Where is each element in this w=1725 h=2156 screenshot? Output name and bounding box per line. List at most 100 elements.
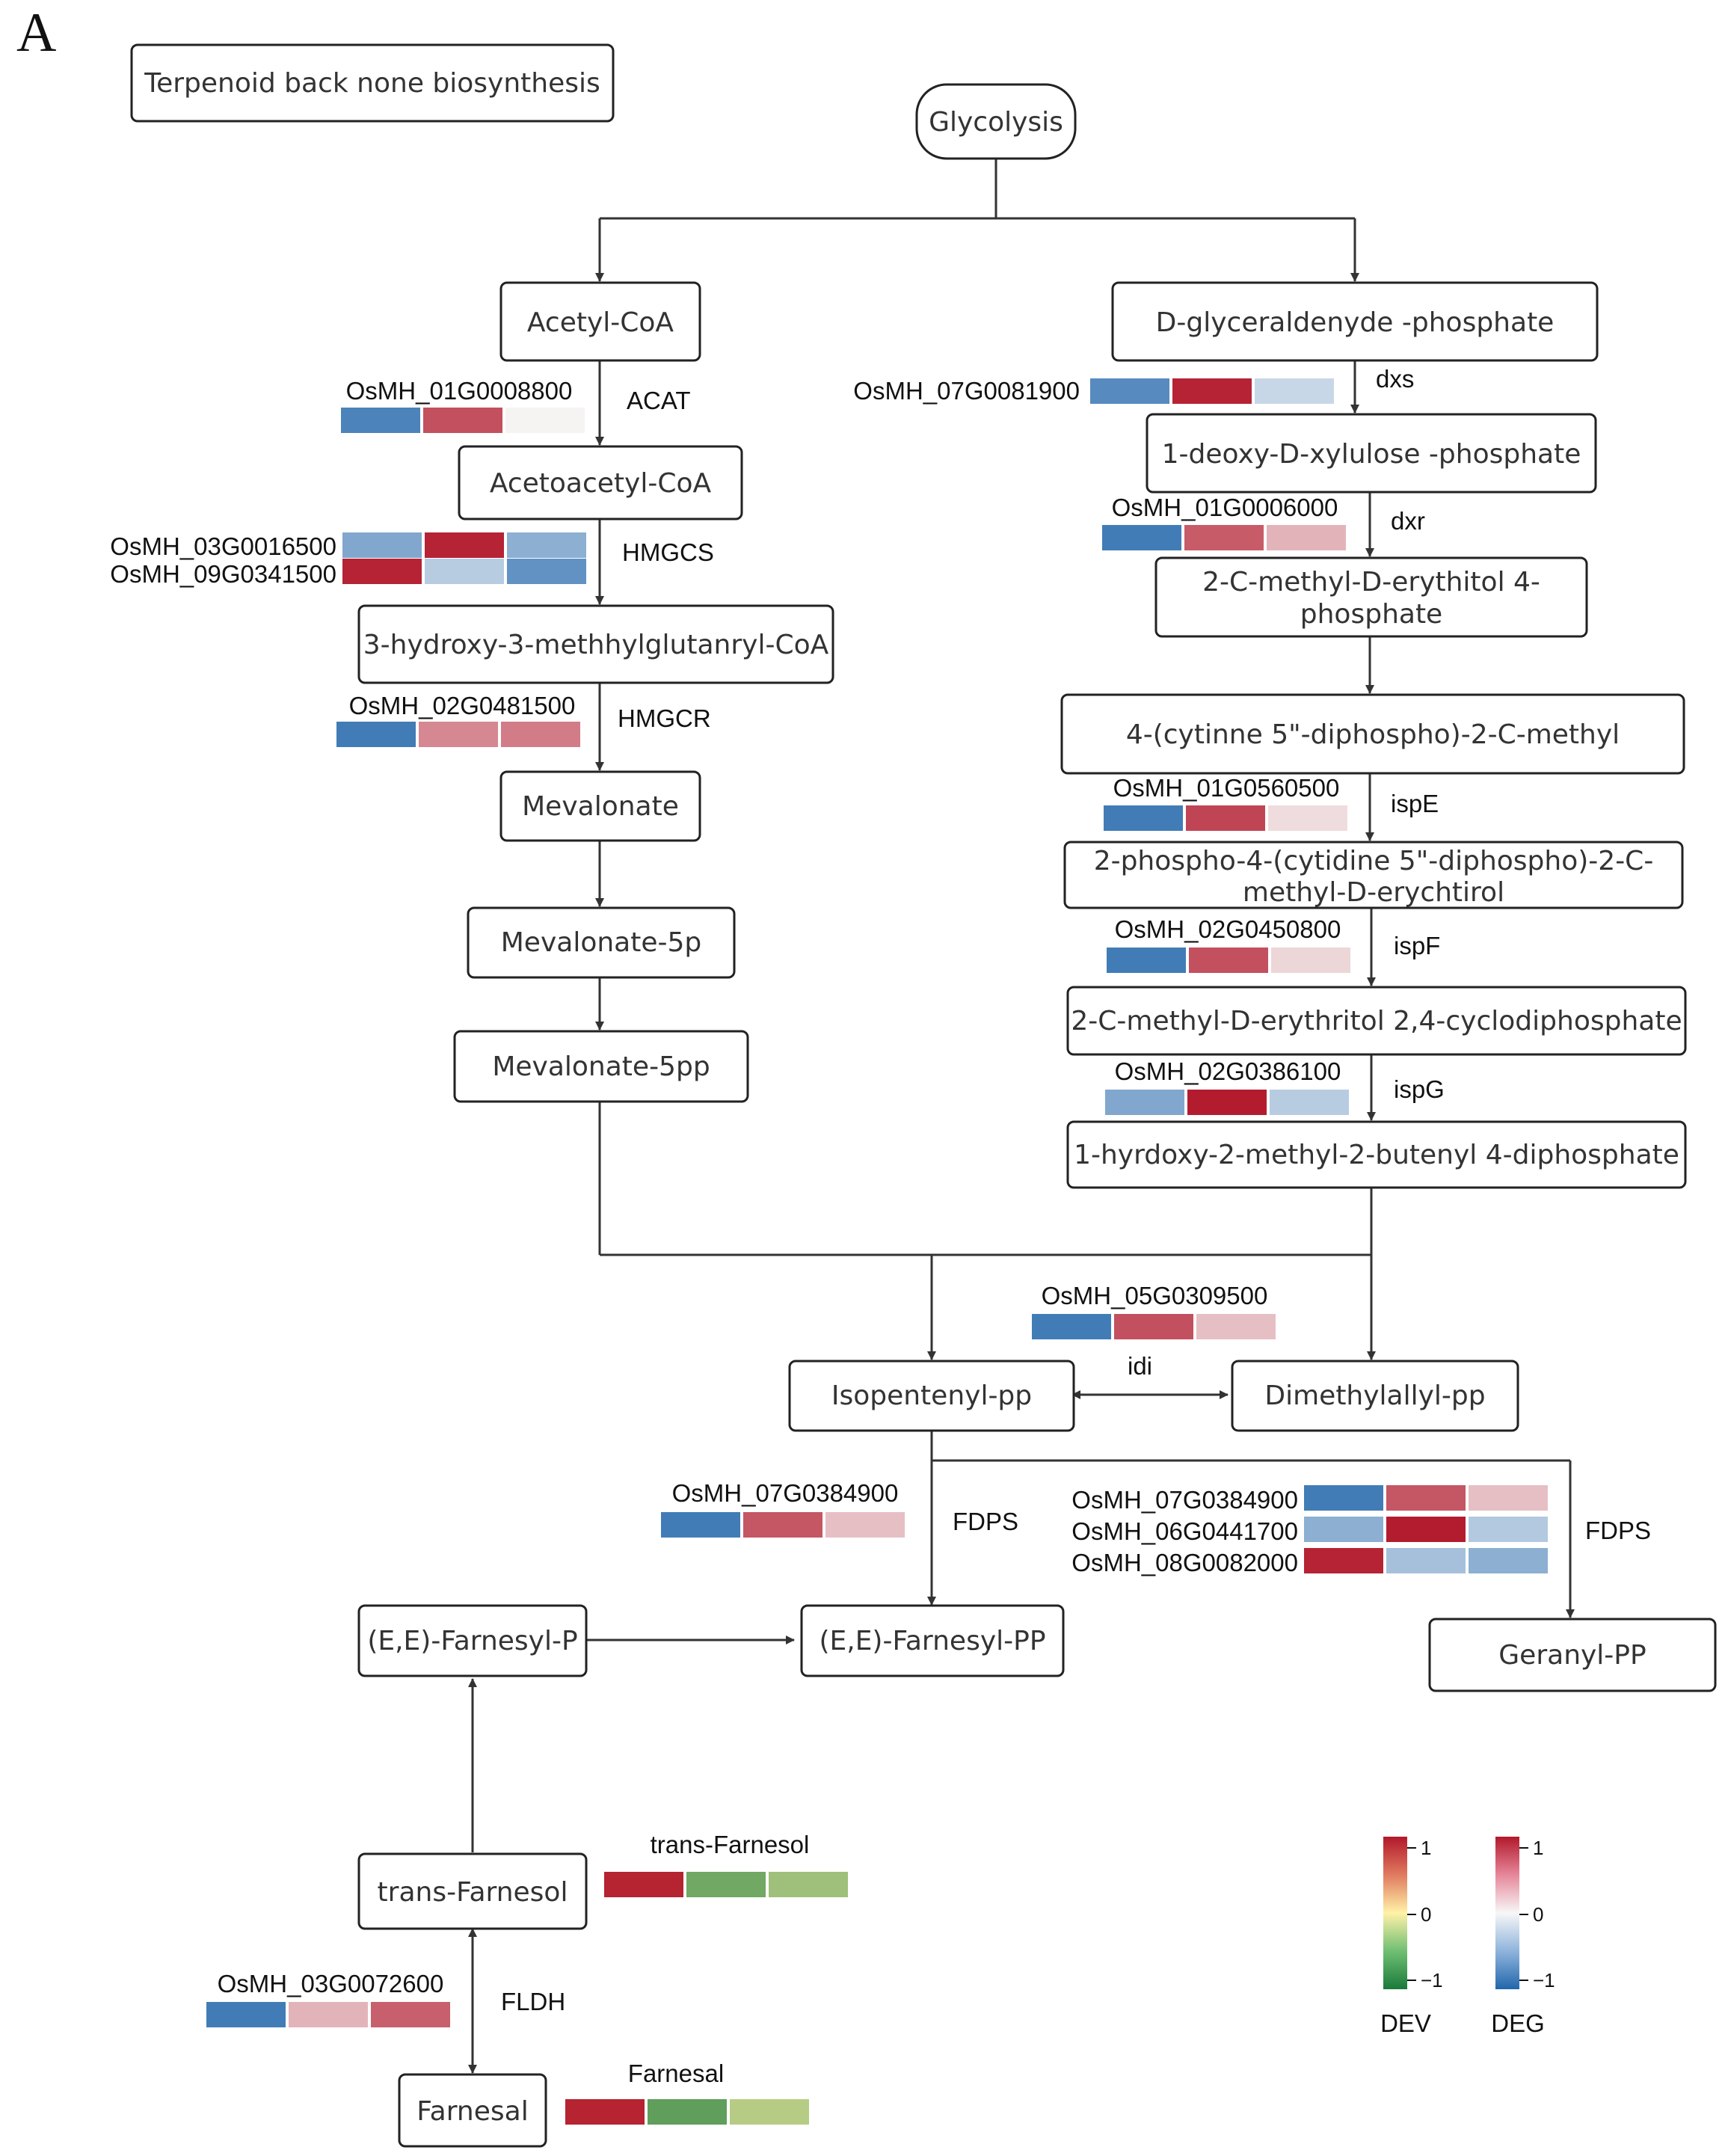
heatmap-cell	[1184, 525, 1264, 550]
heatmap-cell	[1090, 378, 1169, 404]
heatmap-cell	[661, 1512, 740, 1538]
deg-colorbar	[1495, 1837, 1519, 1989]
pathway-connectors	[468, 159, 1575, 2074]
heatmap-row	[341, 408, 585, 433]
geranyl-pp-label: Geranyl-PP	[1498, 1640, 1646, 1671]
cdp-me-node	[1060, 693, 1685, 775]
mevalonate-node	[499, 770, 701, 842]
hmbpp-label: 1-hyrdoxy-2-methyl-2-butenyl 4-diphospha…	[1074, 1140, 1679, 1170]
mevalonate-5pp-node	[453, 1030, 749, 1103]
heatmap-dxs: OsMH_07G0081900	[853, 377, 1334, 405]
farnesal-label: Farnesal	[416, 2096, 528, 2127]
heatmap-cell	[1032, 1314, 1111, 1339]
heatmap-cell	[1196, 1314, 1276, 1339]
heatmap-cell	[1271, 948, 1350, 973]
heatmap-row	[1107, 948, 1350, 973]
trans-farnesol-label: trans-Farnesol	[378, 1877, 568, 1908]
heatmap-row	[1105, 1090, 1349, 1115]
heatmap-hmgcs: OsMH_03G0016500 OsMH_09G0341500	[110, 532, 586, 588]
heatmap-row	[1104, 805, 1347, 831]
acetyl-coa-label: Acetyl-CoA	[527, 307, 674, 338]
dev-tick-label: 0	[1421, 1903, 1431, 1926]
heatmap-row	[604, 1872, 848, 1897]
heatmap-row	[565, 2099, 809, 2125]
cdp-me-label: 4-(cytinne 5"-diphospho)-2-C-methyl	[1126, 719, 1620, 750]
heatmap-cell	[1267, 525, 1346, 550]
heatmap-cell	[342, 559, 422, 584]
acetoacetyl-coa-label: Acetoacetyl-CoA	[490, 468, 712, 499]
mevalonate-5pp-label: Mevalonate-5pp	[492, 1051, 710, 1082]
heatmap-row	[661, 1512, 905, 1538]
dmapp-label: Dimethylallyl-pp	[1264, 1380, 1485, 1411]
enzyme-fdps-right: FDPS	[1585, 1517, 1651, 1544]
gene-id: OsMH_08G0082000	[1071, 1549, 1298, 1576]
heatmap-cell	[1386, 1485, 1466, 1511]
dev-legend-title: DEV	[1380, 2009, 1431, 2037]
glycolysis-node	[915, 83, 1077, 160]
acetoacetyl-coa-node	[458, 445, 743, 520]
title-box-label: Terpenoid back none biosynthesis	[144, 68, 600, 99]
panel-label: A	[16, 2, 56, 64]
heatmap-hmgcr: OsMH_02G0481500	[336, 692, 580, 747]
heatmap-cell	[336, 722, 416, 747]
deg-legend-title: DEG	[1491, 2009, 1545, 2037]
enzyme-acat: ACAT	[627, 387, 691, 414]
heatmap-cell	[1186, 805, 1265, 831]
gene-id: OsMH_02G0386100	[1115, 1057, 1341, 1085]
heatmap-idi: OsMH_05G0309500	[1032, 1282, 1276, 1339]
heatmap-cell	[1104, 805, 1183, 831]
enzyme-fdps-left: FDPS	[953, 1508, 1018, 1535]
heatmap-row	[206, 2002, 450, 2027]
mevalonate-5p-label: Mevalonate-5p	[501, 927, 702, 958]
heatmap-cell	[1107, 948, 1186, 973]
deg-tick-label: −1	[1533, 1969, 1555, 1991]
hmbpp-node	[1066, 1120, 1687, 1189]
heatmap-trans-farnesol: trans-Farnesol	[604, 1831, 848, 1897]
heatmap-cell	[565, 2099, 645, 2125]
heatmap-row	[1304, 1548, 1548, 1573]
cdp-mep-label-line2: methyl-D-erychtirol	[1243, 877, 1504, 908]
enzyme-ispf: ispF	[1394, 932, 1440, 959]
heatmap-cell	[1102, 525, 1181, 550]
heatmap-cell	[507, 559, 586, 584]
enzyme-ispg: ispG	[1394, 1075, 1445, 1103]
heatmap-acat: OsMH_01G0008800	[341, 377, 585, 433]
gene-id: OsMH_01G0560500	[1113, 774, 1340, 802]
mep-node	[1154, 556, 1588, 638]
gene-id: OsMH_06G0441700	[1071, 1517, 1298, 1545]
heatmap-cell	[648, 2099, 727, 2125]
gene-id: OsMH_07G0384900	[672, 1479, 899, 1507]
trans-farnesol-node	[357, 1852, 588, 1930]
hmg-coa-label: 3-hydroxy-3-methhylglutanryl-CoA	[363, 630, 829, 660]
mevalonate-5p-node	[467, 906, 736, 979]
metabolite-title: trans-Farnesol	[651, 1831, 810, 1858]
heatmap-cell	[342, 532, 422, 558]
heatmap-cell	[501, 722, 580, 747]
metabolite-title: Farnesal	[628, 2060, 724, 2087]
mecpp-node	[1066, 986, 1687, 1056]
heatmap-cell	[825, 1512, 905, 1538]
cdp-mep-label-line1: 2-phospho-4-(cytidine 5"-diphospho)-2-C-	[1094, 846, 1654, 876]
heatmap-cell	[505, 408, 585, 433]
ipp-node	[788, 1360, 1075, 1432]
gene-id: OsMH_02G0450800	[1115, 915, 1341, 943]
heatmap-cell	[1304, 1548, 1383, 1573]
mep-label-line2: phosphate	[1300, 599, 1442, 630]
heatmap-row	[1032, 1314, 1276, 1339]
heatmap-ispg: OsMH_02G0386100	[1105, 1057, 1349, 1115]
heatmap-row	[1102, 525, 1346, 550]
heatmap-cell	[1469, 1548, 1548, 1573]
g3p-node	[1111, 281, 1599, 362]
dxp-node	[1146, 413, 1597, 494]
gene-id: OsMH_07G0081900	[853, 377, 1080, 405]
heatmap-cell	[604, 1872, 683, 1897]
hmg-coa-node	[357, 604, 834, 684]
heatmap-cell	[743, 1512, 822, 1538]
enzyme-idi: idi	[1128, 1352, 1152, 1380]
heatmap-cell	[769, 1872, 848, 1897]
enzyme-hmgcr: HMGCR	[618, 704, 711, 732]
gene-id: OsMH_02G0481500	[349, 692, 576, 719]
cdp-mep-node	[1063, 841, 1684, 909]
gene-id: OsMH_03G0016500	[110, 532, 336, 560]
